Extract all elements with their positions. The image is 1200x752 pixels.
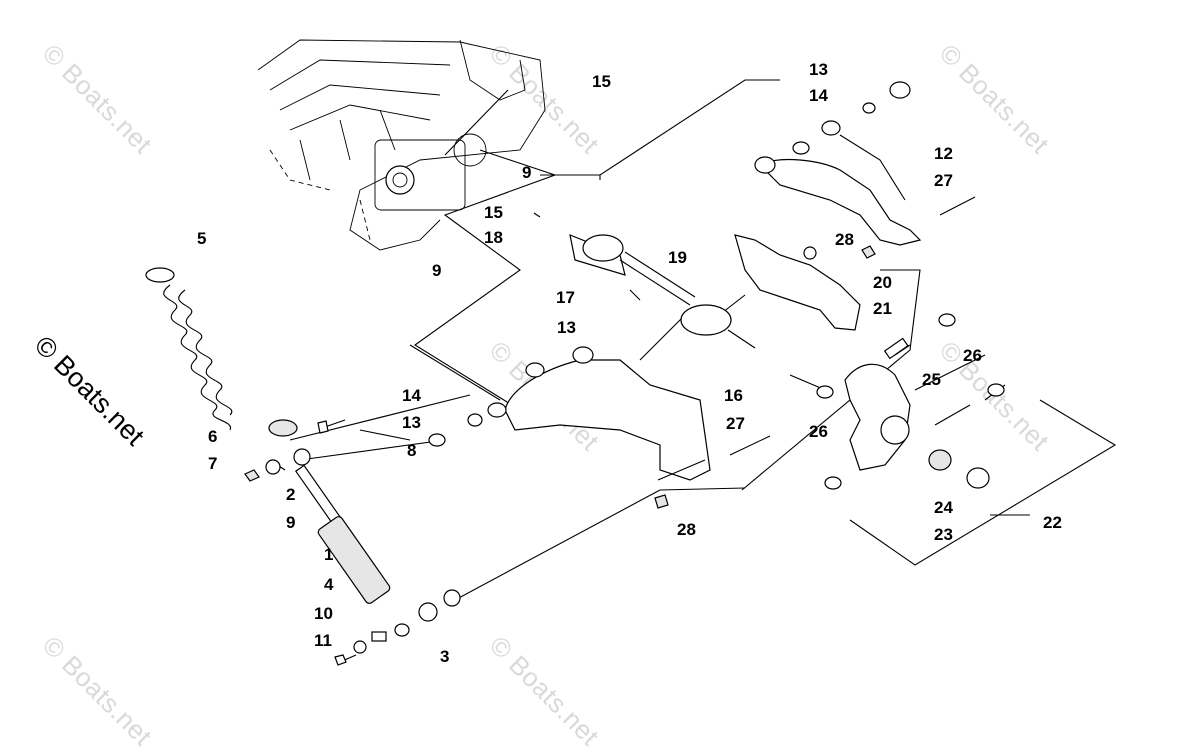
- callout-9: 9: [286, 513, 295, 532]
- coil-spring: [145, 267, 298, 437]
- callout-23: 23: [934, 525, 953, 544]
- callout-11: 11: [314, 631, 332, 650]
- callout-15: 15: [592, 72, 611, 91]
- callout-16: 16: [724, 386, 743, 405]
- callout-14: 14: [402, 386, 421, 405]
- callout-20: 20: [873, 273, 892, 292]
- callout-8: 8: [407, 441, 416, 460]
- callout-28: 28: [835, 230, 854, 249]
- callout-1: 1: [324, 545, 333, 564]
- callout-7: 7: [208, 454, 217, 473]
- callouts: 15 9 15 18 9 5 19 17 13 14 13 8 6 7 2 9 …: [197, 60, 1062, 666]
- callout-4: 4: [324, 575, 334, 594]
- frame-outline: [257, 39, 546, 251]
- callout-3: 3: [440, 647, 449, 666]
- callout-2: 2: [286, 485, 295, 504]
- callout-10: 10: [314, 604, 333, 623]
- callout-12: 12: [934, 144, 953, 163]
- lower-a-arm: [428, 346, 771, 509]
- callout-17: 17: [556, 288, 575, 307]
- callout-15: 15: [484, 203, 503, 222]
- callout-13: 13: [809, 60, 828, 79]
- drive-axle: [533, 212, 756, 349]
- callout-22: 22: [1043, 513, 1062, 532]
- callout-9: 9: [522, 163, 531, 182]
- callout-26: 26: [963, 346, 982, 365]
- callout-13: 13: [557, 318, 576, 337]
- callout-27: 27: [726, 414, 745, 433]
- callout-9: 9: [432, 261, 441, 280]
- callout-5: 5: [197, 229, 206, 248]
- callout-13: 13: [402, 413, 421, 432]
- callout-14: 14: [809, 86, 828, 105]
- shock-absorber: [244, 419, 461, 666]
- callout-19: 19: [668, 248, 687, 267]
- upper-a-arm: [754, 81, 976, 259]
- callout-26: 26: [809, 422, 828, 441]
- callout-6: 6: [208, 427, 217, 446]
- knuckle-assembly: [816, 313, 1005, 490]
- callout-25: 25: [922, 370, 941, 389]
- callout-24: 24: [934, 498, 953, 517]
- heat-shield: [734, 234, 861, 331]
- callout-28: 28: [677, 520, 696, 539]
- callout-27: 27: [934, 171, 953, 190]
- callout-21: 21: [873, 299, 892, 318]
- callout-18: 18: [484, 228, 503, 247]
